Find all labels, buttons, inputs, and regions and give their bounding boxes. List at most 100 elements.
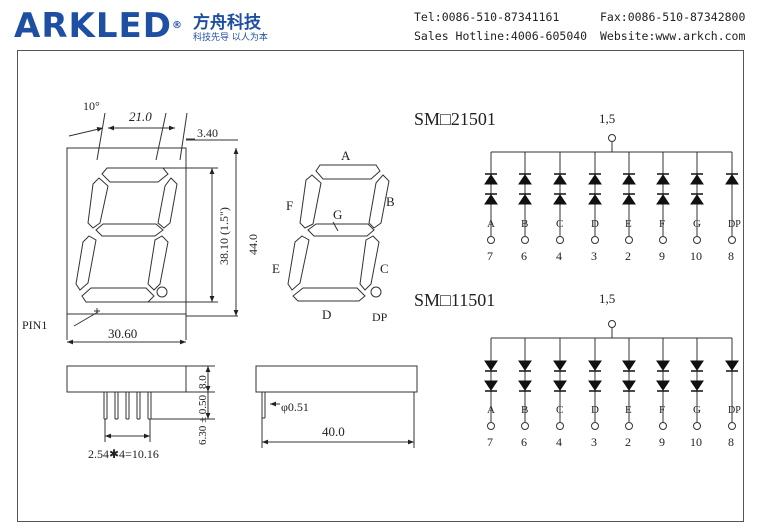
front-digit-outline	[75, 167, 178, 303]
segment-label-f: F	[286, 198, 293, 213]
pin-pitch-label: 2.54✱4=10.16	[88, 447, 159, 461]
segment-label: DP	[728, 219, 741, 230]
led-diode-icon	[553, 380, 567, 391]
pin-number: 10	[690, 435, 702, 449]
pin-number: 3	[591, 249, 597, 263]
drawing-frame	[17, 50, 744, 522]
led-diode-icon	[588, 194, 602, 205]
led-diode-icon	[518, 174, 532, 185]
segment-label: E	[625, 218, 632, 230]
pin-terminal	[693, 422, 701, 430]
led-diode-icon	[588, 360, 602, 371]
segment-label: D	[591, 404, 599, 416]
segment-label: E	[625, 404, 632, 416]
pin-number: 9	[659, 435, 665, 449]
segment-label-a: A	[341, 148, 351, 163]
segment-label: F	[659, 404, 665, 416]
led-diode-icon	[553, 194, 567, 205]
segment-label-b: B	[386, 194, 395, 209]
pin-terminal	[521, 236, 529, 244]
pin-terminal	[625, 236, 633, 244]
pin-terminal	[556, 422, 564, 430]
pin-terminal	[659, 422, 667, 430]
led-diode-icon	[588, 380, 602, 391]
led-diode-icon	[725, 174, 739, 185]
segment-label: A	[487, 218, 495, 230]
width-top-label: 21.0	[129, 109, 152, 124]
total-height-label: 44.0	[246, 234, 260, 255]
front-view	[66, 112, 239, 345]
led-diode-icon	[484, 360, 498, 371]
led-diode-icon	[656, 174, 670, 185]
led-diode-icon	[690, 194, 704, 205]
led-diode-icon	[484, 174, 498, 185]
width-label: 30.60	[108, 326, 137, 341]
side-height-label: 8.0	[197, 375, 209, 389]
segment-label: A	[487, 404, 495, 416]
side-view-right	[255, 365, 418, 448]
length-label: 40.0	[322, 424, 345, 439]
side-view-left	[66, 365, 215, 442]
registered-mark: ®	[171, 20, 183, 31]
led-diode-icon	[588, 174, 602, 185]
led-diode-icon	[656, 380, 670, 391]
pin-number: 3	[591, 435, 597, 449]
segment-label: C	[556, 404, 563, 416]
segment-label: D	[591, 218, 599, 230]
led-diode-icon	[656, 194, 670, 205]
led-diode-icon	[622, 194, 636, 205]
led-diode-icon	[656, 360, 670, 371]
hotline-text: Sales Hotline:4006-605040	[414, 29, 588, 43]
pin-terminal	[521, 422, 529, 430]
pin-terminal	[659, 236, 667, 244]
common-terminal	[608, 320, 616, 328]
header: ARKLED® 方舟科技 科技先导 以人为本 Tel:0086-510-8734…	[0, 0, 760, 50]
segment-label: G	[693, 404, 701, 416]
pin-terminal	[625, 422, 633, 430]
pin-number: 2	[625, 249, 631, 263]
tel-text: Tel:0086-510-87341161	[414, 10, 560, 24]
segment-label: G	[693, 218, 701, 230]
pin-number: 6	[521, 435, 527, 449]
pin-number: 8	[728, 435, 734, 449]
segment-label-g: G	[333, 207, 342, 222]
led-diode-icon	[690, 360, 704, 371]
led-diode-icon	[690, 380, 704, 391]
website-link[interactable]: Website:www.arkch.com	[600, 29, 746, 43]
pin-terminal	[591, 236, 599, 244]
pin-diameter-label: φ0.51	[281, 400, 309, 414]
part-number-top: SM□21501	[414, 109, 496, 129]
pin-number: 7	[487, 435, 493, 449]
led-diode-icon	[553, 174, 567, 185]
segment-label-c: C	[380, 261, 389, 276]
pin-terminal	[693, 236, 701, 244]
company-logo: ARKLED®	[14, 6, 183, 46]
led-diode-icon	[553, 360, 567, 371]
pin-terminal	[728, 236, 736, 244]
led-diode-icon	[622, 380, 636, 391]
company-name-cn: 方舟科技	[193, 13, 261, 33]
digit-height-label: 38.10 (1.5")	[217, 207, 231, 265]
pin-number: 4	[556, 249, 562, 263]
led-diode-icon	[518, 380, 532, 391]
pin-terminal	[591, 422, 599, 430]
common-terminal	[608, 134, 616, 142]
pin-terminal	[556, 236, 564, 244]
angle-label: 10°	[83, 99, 100, 113]
common-pins-bottom: 1,5	[599, 291, 615, 306]
segment-label-d: D	[322, 307, 331, 322]
segment-label: B	[521, 218, 528, 230]
led-diode-icon	[484, 380, 498, 391]
pin-number: 6	[521, 249, 527, 263]
led-diode-icon	[725, 360, 739, 371]
segment-label-dp: DP	[372, 310, 388, 324]
pin1-label: PIN1	[22, 318, 47, 332]
pin-number: 7	[487, 249, 493, 263]
pin-number: 8	[728, 249, 734, 263]
display-body-outline	[66, 147, 187, 315]
segment-label: B	[521, 404, 528, 416]
pin-number: 9	[659, 249, 665, 263]
